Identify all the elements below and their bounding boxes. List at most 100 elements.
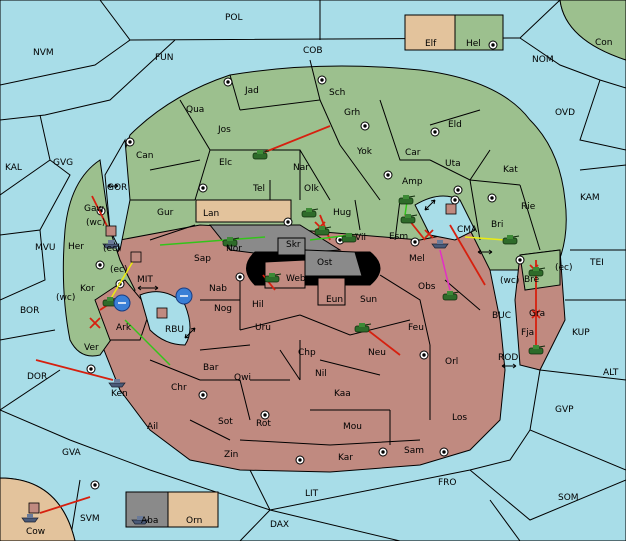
land-label-her: Her xyxy=(68,242,84,252)
army-unit-icon[interactable] xyxy=(314,226,332,236)
land-label-hil: Hil xyxy=(252,300,264,310)
supply-center-icon xyxy=(95,260,105,270)
sea-label-gor: GOR xyxy=(107,183,127,193)
land-label-web: Web xyxy=(286,274,306,284)
coast-label: (ec) xyxy=(555,263,573,273)
army-unit-icon[interactable] xyxy=(354,323,372,333)
land-label-rot: Rot xyxy=(256,419,271,429)
land-label-elc: Elc xyxy=(219,158,232,168)
land-label-sam: Sam xyxy=(404,446,424,456)
land-label-eun: Eun xyxy=(326,295,343,305)
land-label-nor: Nor xyxy=(226,244,242,254)
supply-center-icon xyxy=(450,195,460,205)
land-label-bri: Bri xyxy=(491,220,503,230)
sea-label-fun: FUN xyxy=(155,53,174,63)
supply-center-icon xyxy=(86,364,96,374)
sea-label-bor: BOR xyxy=(20,306,39,316)
army-unit-icon[interactable] xyxy=(252,150,270,160)
supply-center-icon xyxy=(198,390,208,400)
army-unit-icon[interactable] xyxy=(341,233,359,243)
army-unit-icon[interactable] xyxy=(398,195,416,205)
supply-center-icon xyxy=(487,193,497,203)
fleet-orb-icon[interactable] xyxy=(175,287,193,305)
sea-label-cob: COB xyxy=(303,46,323,56)
island-brown xyxy=(99,224,506,473)
land-label-kaa: Kaa xyxy=(334,389,351,399)
land-label-ken: Ken xyxy=(111,389,128,399)
land-label-obs: Obs xyxy=(418,282,436,292)
army-unit-icon[interactable] xyxy=(528,267,546,277)
supply-centers xyxy=(86,40,525,490)
land-label-ost: Ost xyxy=(317,258,333,268)
land-label-amp: Amp xyxy=(402,177,423,187)
land-label-can: Can xyxy=(136,151,154,161)
army-unit-icon[interactable] xyxy=(222,237,240,247)
land-lan xyxy=(195,199,292,223)
sea-label-rbu: RBU xyxy=(165,325,184,335)
sea-label-tei: TEI xyxy=(589,258,604,268)
land-label-cma: CMA xyxy=(457,225,478,235)
army-unit-icon[interactable] xyxy=(442,291,460,301)
move-arrow xyxy=(449,224,486,286)
land-label-jad: Jad xyxy=(244,86,259,96)
sea-label-kal: KAL xyxy=(5,163,22,173)
legend-labels: Elf Hel Aba Orn xyxy=(141,39,481,526)
supply-center-icon xyxy=(295,455,305,465)
legend-hel-box xyxy=(454,14,504,51)
fleet-unit-icon[interactable] xyxy=(102,240,120,249)
sea-label-con: Con xyxy=(595,38,613,48)
flag-icon xyxy=(156,307,168,319)
land-label-sap: Sap xyxy=(194,254,211,264)
sea-label-gva: GVA xyxy=(62,448,82,458)
land-label-gra: Gra xyxy=(529,309,545,319)
supply-center-icon xyxy=(235,272,245,282)
legend-elf-label: Elf xyxy=(425,39,437,49)
sea-gor xyxy=(104,138,131,252)
land-label-gur: Gur xyxy=(157,208,174,218)
fleet-unit-icon[interactable] xyxy=(131,516,149,525)
coast-label: (wc) xyxy=(56,293,75,303)
coast-label: (ec) xyxy=(110,265,128,275)
supply-center-icon xyxy=(488,40,498,50)
land-label-yok: Yok xyxy=(356,147,373,157)
land-label-uru: Uru xyxy=(255,323,271,333)
army-unit-icon[interactable] xyxy=(301,208,319,218)
legend-orn-label: Orn xyxy=(186,516,202,526)
land-label-ark: Ark xyxy=(116,323,132,333)
sea-label-lit: LIT xyxy=(305,489,319,499)
supply-center-icon xyxy=(283,217,293,227)
land-label-orl: Orl xyxy=(445,357,458,367)
sea-label-pol: POL xyxy=(225,13,243,23)
move-arrow xyxy=(364,327,401,356)
brown-borders xyxy=(149,274,481,446)
land-label-eld: Eld xyxy=(448,120,462,130)
land-label-kar: Kar xyxy=(338,453,353,463)
sea-label-gvp: GVP xyxy=(555,405,574,415)
army-unit-icon[interactable] xyxy=(264,273,282,283)
fleet-unit-icon[interactable] xyxy=(108,379,126,388)
army-unit-icon[interactable] xyxy=(528,345,546,355)
land-label-ail: Ail xyxy=(147,422,158,432)
legend-elf-box xyxy=(404,14,456,51)
legend-aba-label: Aba xyxy=(141,516,158,526)
supply-center-icon xyxy=(198,183,208,193)
land-label-grh: Grh xyxy=(344,108,360,118)
flag-icon xyxy=(130,251,142,263)
land-label-skr: Skr xyxy=(286,240,301,250)
land-label-lan: Lan xyxy=(203,209,219,219)
land-label-mel: Mel xyxy=(409,254,425,264)
supply-center-icon xyxy=(419,350,429,360)
sea-label-dor: DOR xyxy=(27,372,47,382)
army-unit-icon[interactable] xyxy=(400,214,418,224)
fleet-unit-icon[interactable] xyxy=(431,240,449,249)
army-unit-icon[interactable] xyxy=(502,235,520,245)
fleet-unit-icon[interactable] xyxy=(21,514,39,523)
land-label-qua: Qua xyxy=(186,105,204,115)
supply-center-icon xyxy=(439,447,449,457)
land-label-qwi: Qwi xyxy=(234,373,251,383)
fleet-orb-icon[interactable] xyxy=(113,294,131,312)
sea-label-dax: DAX xyxy=(270,520,289,530)
green-borders xyxy=(130,59,541,251)
coast-labels: (wc)(ec)(ec)(wc)(wc)(ec) xyxy=(56,218,573,303)
legend-orn-box xyxy=(167,491,219,528)
